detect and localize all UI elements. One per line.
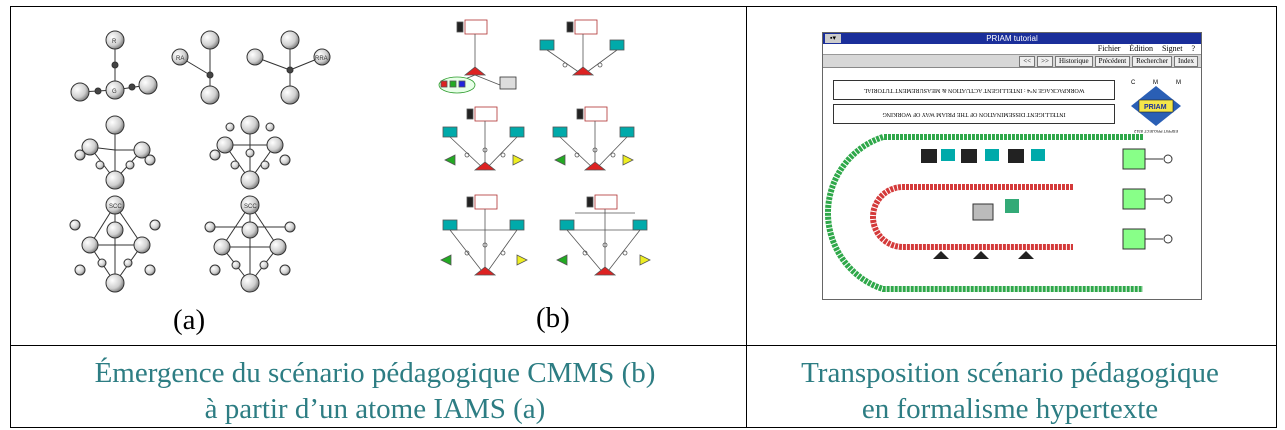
window-title: PRIAM tutorial xyxy=(986,34,1038,43)
tool-bar: << >> Historique Précédent Rechercher In… xyxy=(823,55,1201,68)
scenario-1 xyxy=(438,19,517,94)
priam-logo: C M M PRIAM ESPRIT PROJECT 8312 xyxy=(1121,76,1191,136)
page-header: WORKPACKAGE N°4 : INTELLIGENT ACTUATION … xyxy=(829,76,1195,138)
logo-letter: M xyxy=(1176,80,1181,86)
logo-sub: ESPRIT PROJECT 8312 xyxy=(1133,129,1178,134)
logo-letter: M xyxy=(1153,80,1158,86)
header-line-2: INTELLIGENT DISSEMINATION OF THE PRIAM W… xyxy=(833,104,1115,124)
atom-4 xyxy=(74,115,156,190)
column-divider xyxy=(746,7,747,427)
menu-file[interactable]: Fichier xyxy=(1097,44,1121,53)
menu-bookmark[interactable]: Signet xyxy=(1161,44,1183,53)
left-caption-line-1: Émergence du scénario pédagogique CMMS (… xyxy=(94,357,656,389)
scenario-5 xyxy=(440,194,528,276)
hypertext-screenshot: PRIAM tutorial ▪▾ Fichier Édition Signet… xyxy=(822,32,1202,300)
figure-table xyxy=(10,6,1277,428)
right-caption: Transposition scénario pédagogique en fo… xyxy=(760,355,1260,427)
menu-help[interactable]: ? xyxy=(1191,44,1195,53)
logo-text: PRIAM xyxy=(1144,104,1167,111)
right-caption-line-2: en formalisme hypertexte xyxy=(861,393,1159,425)
atom-1 xyxy=(70,30,158,102)
history-button[interactable]: Historique xyxy=(1055,56,1093,67)
atom-diagrams: R G RA RRA SCC SCC xyxy=(69,30,331,293)
atom-5 xyxy=(209,115,291,190)
logo-letter: C xyxy=(1131,80,1136,86)
atom-label: SCC xyxy=(244,204,257,210)
scenario-4 xyxy=(552,106,635,171)
process-diagram xyxy=(825,134,1173,292)
scenario-6 xyxy=(556,194,651,276)
scenario-diagrams xyxy=(438,19,651,276)
window-title-bar: PRIAM tutorial ▪▾ xyxy=(823,33,1201,44)
nav-back-button[interactable]: << xyxy=(1019,56,1036,67)
subfigure-label-a: (a) xyxy=(173,304,206,336)
subfigure-label-b: (b) xyxy=(536,302,570,334)
atom-7 xyxy=(204,195,296,293)
scenario-2 xyxy=(539,19,625,76)
atom-label: RA xyxy=(176,56,184,62)
atom-label: RRA xyxy=(315,56,328,62)
atom-label: SCC xyxy=(109,204,122,210)
scenario-3 xyxy=(442,106,525,171)
row-divider xyxy=(11,345,1276,346)
left-caption-line-2: à partir d’un atome IAMS (a) xyxy=(204,393,546,425)
nav-forward-button[interactable]: >> xyxy=(1037,56,1053,67)
atom-label: R xyxy=(112,39,117,45)
atom-label: G xyxy=(112,89,117,95)
menu-bar: Fichier Édition Signet ? xyxy=(823,44,1201,55)
index-button[interactable]: Index xyxy=(1174,56,1198,67)
search-button[interactable]: Rechercher xyxy=(1132,56,1173,67)
previous-button[interactable]: Précédent xyxy=(1094,56,1131,67)
atom-6 xyxy=(69,195,161,293)
atom-3 xyxy=(246,30,331,105)
window-menu-icon: ▪▾ xyxy=(825,34,841,43)
right-caption-line-1: Transposition scénario pédagogique xyxy=(801,357,1219,389)
left-caption: Émergence du scénario pédagogique CMMS (… xyxy=(30,355,720,427)
header-line-1: WORKPACKAGE N°4 : INTELLIGENT ACTUATION … xyxy=(833,80,1115,100)
menu-edit[interactable]: Édition xyxy=(1129,44,1153,53)
atom-2 xyxy=(171,30,220,105)
